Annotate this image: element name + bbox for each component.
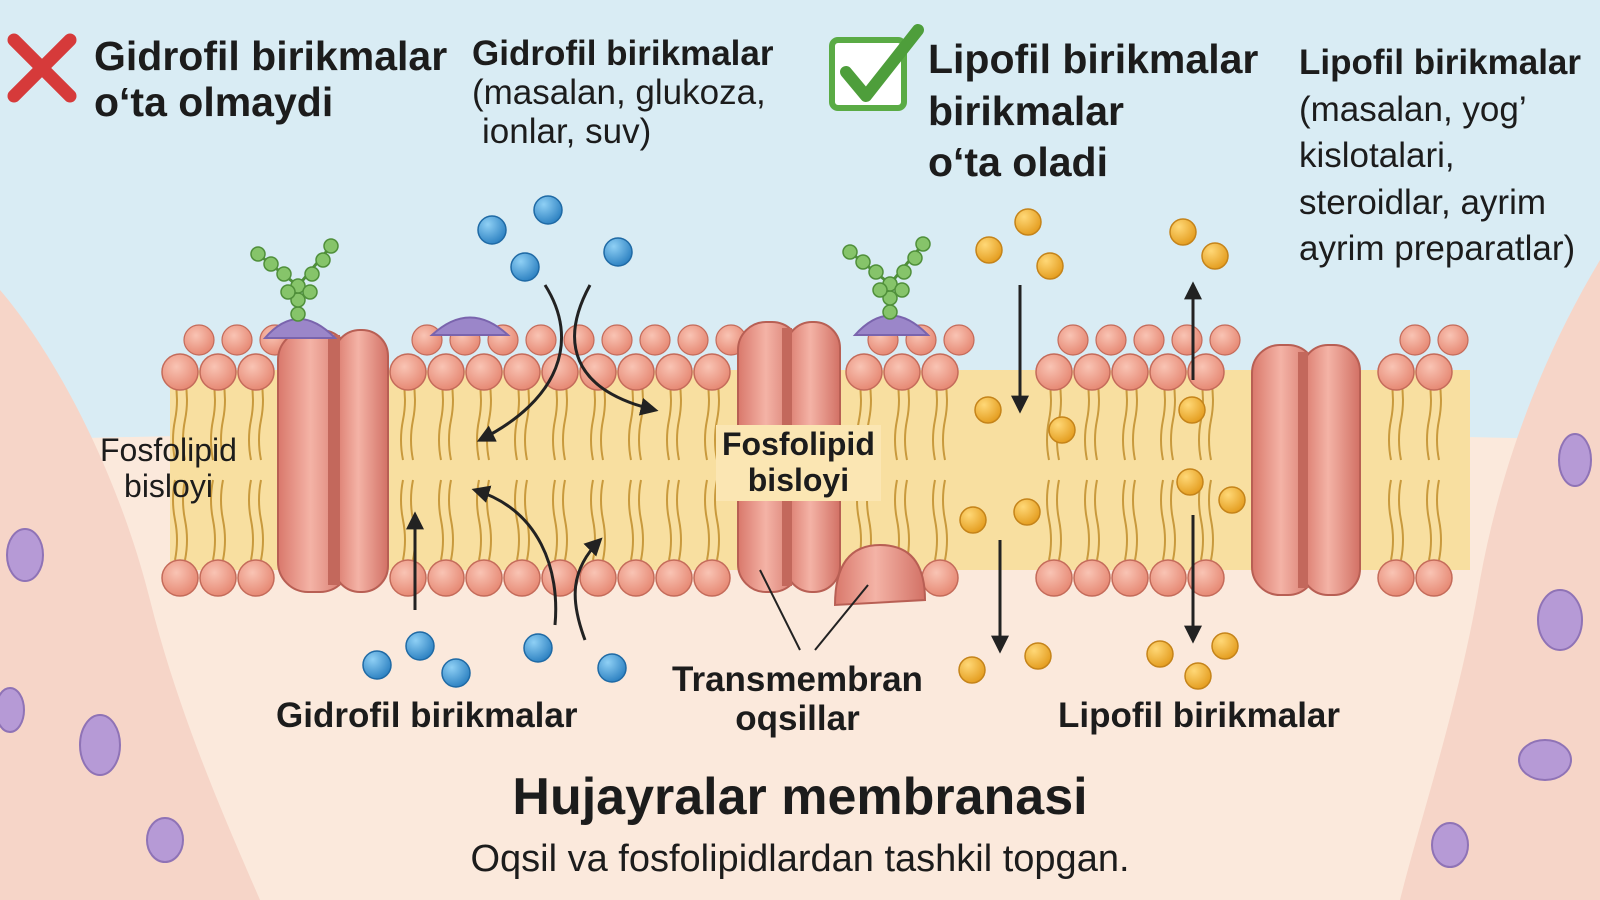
lipophilic-examples-line-2: (masalan, yog’: [1299, 89, 1527, 129]
lipophilic-examples-line-3: kislotalari,: [1299, 136, 1455, 176]
tissue-cells: [0, 433, 1592, 868]
hydrophilic-examples-title: Gidrofil birikmalar: [472, 34, 774, 73]
bilayer-center-line-2: bisloyi: [747, 461, 850, 498]
transport-arrows: [406, 281, 1202, 654]
channel-protein-left: [277, 329, 389, 593]
yes-pass-line-2: birikmalar: [928, 87, 1124, 134]
lipophilic-examples: Lipofil birikmalar (masalan, yog’ kislot…: [1299, 40, 1581, 273]
lipid-tails: [172, 379, 1442, 561]
diagram-subtitle: Oqsil va fosfolipidlardan tashkil topgan…: [470, 838, 1130, 880]
hydrophilic-examples-line-2: (masalan, glukoza,: [472, 73, 766, 113]
bilayer-left-line-1: Fosfolipid: [100, 432, 237, 468]
bilayer-label-left: Fosfolipid bisloyi: [100, 432, 237, 505]
hydrophilic-examples: Gidrofil birikmalar (masalan, glukoza, i…: [472, 34, 773, 152]
yes-pass-line-1: Lipofil birikmalar: [928, 36, 1259, 82]
peripheral-protein: [833, 543, 927, 607]
bilayer-left-line-2: bisloyi: [124, 467, 213, 504]
extracellular-background: [0, 0, 1600, 440]
lipophilic-examples-title: Lipofil birikmalar: [1299, 43, 1581, 82]
channel-protein-right: [1251, 344, 1361, 596]
left-tissue: [0, 290, 260, 900]
yes-pass-line-3: o‘ta oladi: [928, 139, 1108, 186]
lipophilic-bottom-label: Lipofil birikmalar: [1058, 696, 1340, 735]
hydrophilic-examples-line-3: ionlar, suv): [482, 112, 652, 152]
no-pass-label: Gidrofil birikmalar o‘ta olmaydi: [94, 33, 448, 126]
cross-mark-icon: [7, 33, 77, 103]
transmembrane-line-2: oqsillar: [735, 699, 860, 739]
bilayer-label-center: Fosfolipid bisloyi: [716, 425, 881, 501]
check-mark-icon: [829, 24, 924, 111]
transmembrane-line-1: Transmembran: [672, 660, 923, 699]
yes-pass-label: Lipofil birikmalar birikmalar o‘ta oladi: [928, 34, 1258, 189]
transmembrane-label: Transmembran oqsillar: [672, 660, 923, 738]
lipophilic-examples-line-4: steroidlar, ayrim: [1299, 182, 1547, 222]
no-pass-line-1: Gidrofil birikmalar: [94, 33, 448, 79]
lipophilic-examples-line-5: ayrim preparatlar): [1299, 229, 1576, 269]
diagram-title: Hujayralar membranasi: [512, 768, 1088, 826]
molecules: [362, 195, 1246, 690]
bilayer-center-line-1: Fosfolipid: [722, 426, 875, 462]
hydrophilic-bottom-label: Gidrofil birikmalar: [276, 696, 578, 735]
glycan-trees: [250, 236, 931, 322]
no-pass-line-2: o‘ta olmaydi: [94, 78, 334, 125]
